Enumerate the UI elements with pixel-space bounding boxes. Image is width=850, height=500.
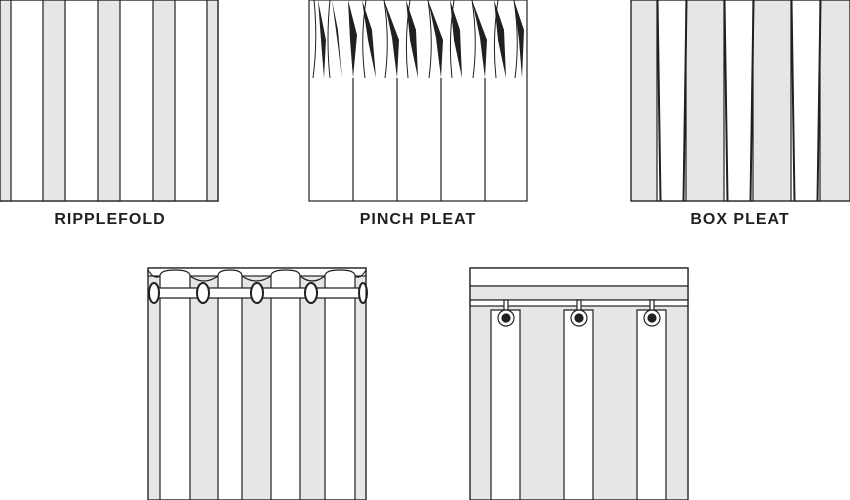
pinch-pleat-label: PINCH PLEAT [359, 211, 477, 228]
pinch-pleat-fold-lines [312, 0, 518, 79]
ring-track-curtain [469, 267, 689, 500]
ring-hooks [497, 299, 661, 327]
pinch-pleat-tops [318, 0, 524, 78]
grommet-rings [148, 282, 368, 304]
ripplefold-label: RIPPLEFOLD [54, 211, 166, 228]
box-pleat-curtain [630, 0, 850, 202]
grommet-curtain [147, 267, 368, 500]
pinch-pleat-curtain [308, 0, 528, 202]
ripplefold-curtain [0, 0, 219, 202]
box-pleat-label: BOX PLEAT [690, 211, 790, 228]
